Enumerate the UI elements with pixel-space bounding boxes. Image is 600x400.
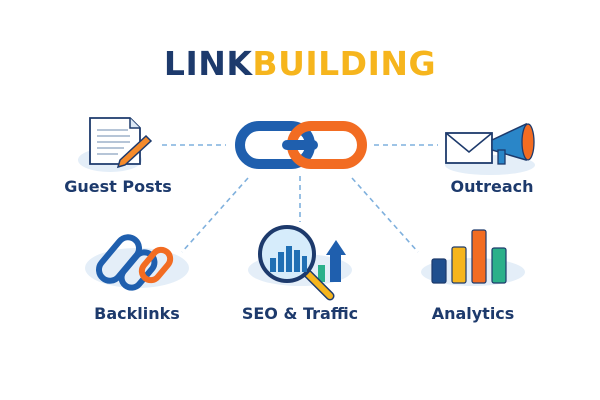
title-link: LINK [163,44,253,83]
connector-backlinks [181,177,249,253]
magnifier-growth-chart-icon [248,225,352,301]
label-seo-traffic: SEO & Traffic [241,304,359,323]
label-analytics: Analytics [431,304,515,323]
title-building: BUILDING [252,44,437,83]
page-title: LINKBUILDING [0,44,600,83]
label-outreach: Outreach [450,177,534,196]
linked-chains-icon [85,234,189,291]
bar-chart-icon [421,229,525,286]
label-guest-posts: Guest Posts [64,177,172,196]
label-backlinks: Backlinks [94,304,180,323]
connector-analytics [351,177,419,253]
document-pencil-icon [78,117,153,172]
chain-link-icon [235,121,367,169]
envelope-megaphone-icon [445,122,535,175]
connector-lines [162,144,438,253]
